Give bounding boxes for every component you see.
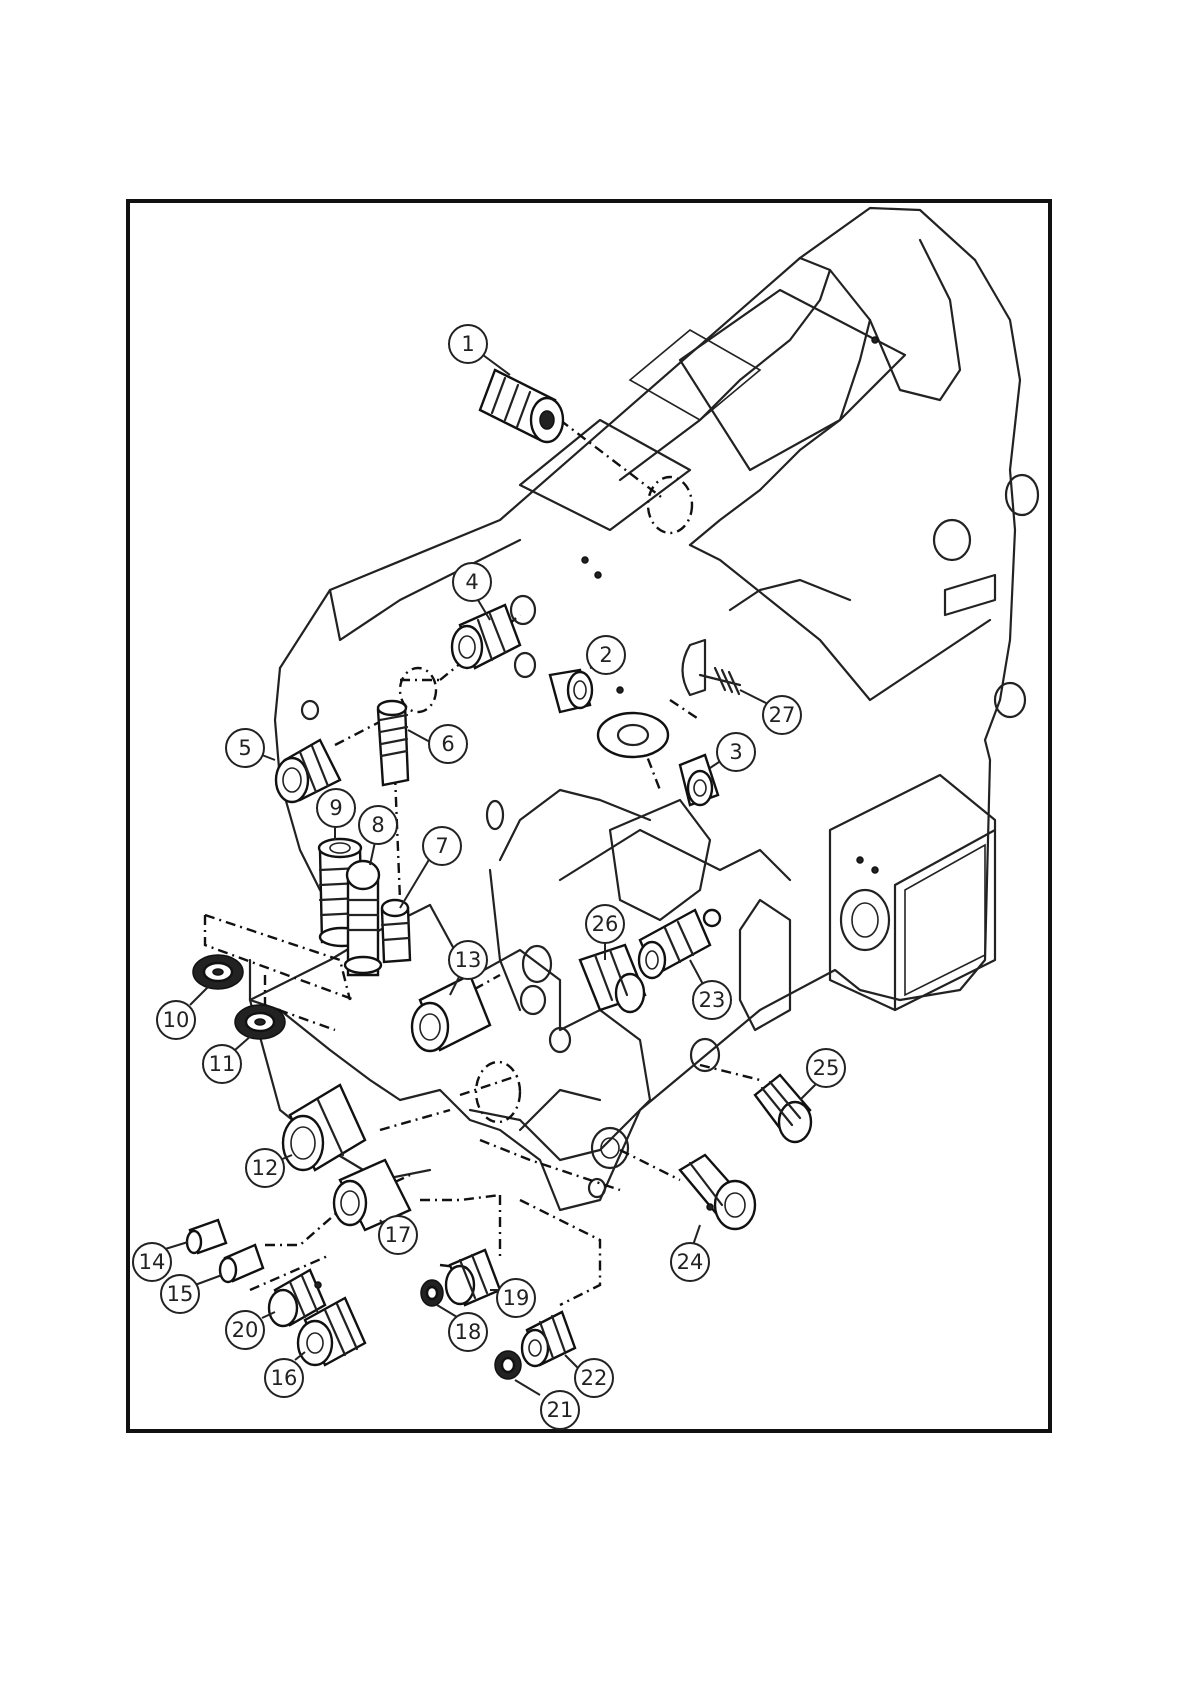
part-26-bushing (580, 945, 645, 1012)
callout-11: 11 (203, 1045, 241, 1083)
svg-text:1: 1 (461, 332, 474, 356)
svg-text:15: 15 (167, 1282, 194, 1306)
callout-18: 18 (449, 1313, 487, 1351)
svg-text:11: 11 (209, 1052, 236, 1076)
callout-8: 8 (359, 806, 397, 844)
part-27-screw (683, 640, 741, 695)
svg-text:8: 8 (371, 813, 384, 837)
svg-text:14: 14 (139, 1250, 166, 1274)
part-2-bushing (550, 670, 592, 712)
callout-26: 26 (586, 905, 624, 943)
svg-text:22: 22 (581, 1366, 608, 1390)
part-3-bushing (680, 755, 718, 805)
callout-5: 5 (226, 729, 264, 767)
part-10-seal (193, 955, 243, 989)
svg-text:16: 16 (271, 1366, 298, 1390)
part-19-bushing (446, 1250, 500, 1305)
svg-text:23: 23 (699, 988, 726, 1012)
svg-text:2: 2 (599, 643, 612, 667)
callout-12: 12 (246, 1149, 284, 1187)
svg-text:7: 7 (435, 834, 448, 858)
part-24-bushing (680, 1155, 755, 1229)
part-8-shaft (345, 861, 381, 975)
svg-text:19: 19 (503, 1286, 530, 1310)
part-1-bushing (480, 370, 563, 442)
svg-text:25: 25 (813, 1056, 840, 1080)
svg-text:6: 6 (441, 732, 454, 756)
callout-17: 17 (379, 1216, 417, 1254)
part-18-seal (421, 1280, 443, 1306)
part-21-seal (495, 1351, 521, 1379)
callout-15: 15 (161, 1275, 199, 1313)
callout-13: 13 (449, 941, 487, 979)
svg-text:20: 20 (232, 1318, 259, 1342)
callout-23: 23 (693, 981, 731, 1019)
svg-text:18: 18 (455, 1320, 482, 1344)
callout-27: 27 (763, 696, 801, 734)
part-23-bushing (639, 910, 720, 978)
callout-1: 1 (449, 325, 487, 363)
svg-text:17: 17 (385, 1223, 412, 1247)
callout-7: 7 (423, 827, 461, 865)
part-14-pin (187, 1220, 226, 1253)
callout-25: 25 (807, 1049, 845, 1087)
svg-text:5: 5 (238, 736, 251, 760)
svg-text:13: 13 (455, 948, 482, 972)
part-11-seal (235, 1005, 285, 1039)
svg-text:21: 21 (547, 1398, 574, 1422)
callout-2: 2 (587, 636, 625, 674)
callout-4: 4 (453, 563, 491, 601)
callout-10: 10 (157, 1001, 195, 1039)
callout-6: 6 (429, 725, 467, 763)
machine-housing (250, 208, 1038, 1210)
callout-19: 19 (497, 1279, 535, 1317)
part-25-bushing (755, 1075, 811, 1142)
svg-text:4: 4 (465, 570, 478, 594)
part-6-shaft (378, 701, 408, 785)
part-7-shaft (382, 900, 410, 962)
svg-text:26: 26 (592, 912, 619, 936)
callout-21: 21 (541, 1391, 579, 1429)
callout-20: 20 (226, 1311, 264, 1349)
svg-text:12: 12 (252, 1156, 279, 1180)
svg-text:27: 27 (769, 703, 796, 727)
assembly-lines (205, 420, 760, 1305)
svg-text:10: 10 (163, 1008, 190, 1032)
callout-16: 16 (265, 1359, 303, 1397)
part-15-pin (220, 1245, 263, 1282)
callout-22: 22 (575, 1359, 613, 1397)
callout-14: 14 (133, 1243, 171, 1281)
svg-text:9: 9 (329, 796, 342, 820)
callout-9: 9 (317, 789, 355, 827)
svg-text:3: 3 (729, 740, 742, 764)
callout-3: 3 (717, 733, 755, 771)
callout-24: 24 (671, 1243, 709, 1281)
part-12-bushing (283, 1085, 365, 1170)
svg-text:24: 24 (677, 1250, 704, 1274)
